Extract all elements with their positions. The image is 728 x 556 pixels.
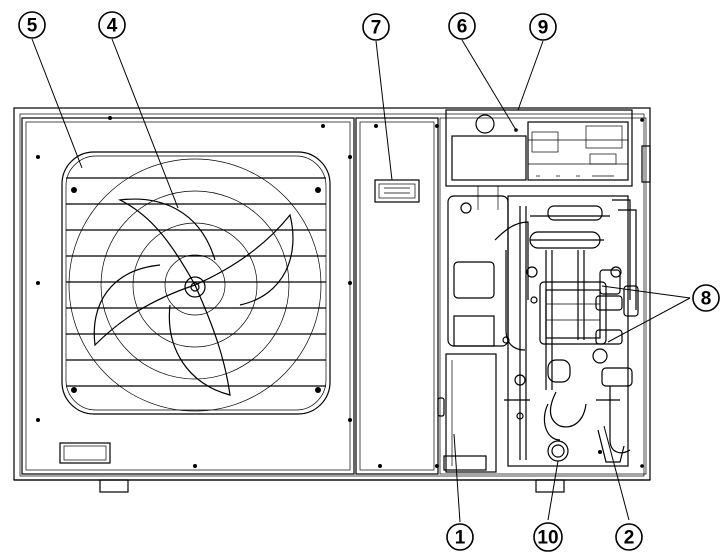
callout-7: 7	[362, 13, 390, 41]
callout-label: 4	[107, 16, 118, 37]
display-controller	[374, 179, 420, 203]
callout-4: 4	[98, 11, 126, 39]
component-bay	[439, 109, 647, 475]
compressor-area	[443, 195, 529, 473]
callout-1: 1	[446, 523, 474, 551]
fan-grille	[61, 151, 331, 415]
callout-label: 6	[457, 17, 468, 38]
fan-panel	[21, 116, 355, 475]
callout-label: 5	[27, 16, 38, 37]
water-connection-10	[547, 440, 569, 462]
callout-label: 8	[701, 289, 712, 310]
service-panel	[355, 117, 445, 475]
callout-label: 10	[537, 528, 558, 549]
leader-lines	[31, 38, 691, 523]
callout-label: 2	[624, 528, 635, 549]
grille-rings	[68, 158, 322, 412]
electrical-box	[445, 109, 633, 210]
piping	[502, 195, 639, 467]
fan-blades	[93, 198, 294, 396]
callout-6: 6	[448, 12, 476, 40]
callout-10: 10	[533, 522, 563, 552]
grille-horizontal-bars	[66, 177, 326, 387]
callout-2: 2	[615, 523, 643, 551]
callout-9: 9	[529, 13, 557, 41]
callout-label: 7	[371, 18, 382, 39]
water-connection-2	[597, 429, 625, 463]
callout-5: 5	[18, 11, 46, 39]
callout-8: 8	[692, 284, 720, 312]
callout-label: 9	[538, 18, 549, 39]
unit-casing	[13, 107, 651, 493]
callout-label: 1	[455, 528, 466, 549]
